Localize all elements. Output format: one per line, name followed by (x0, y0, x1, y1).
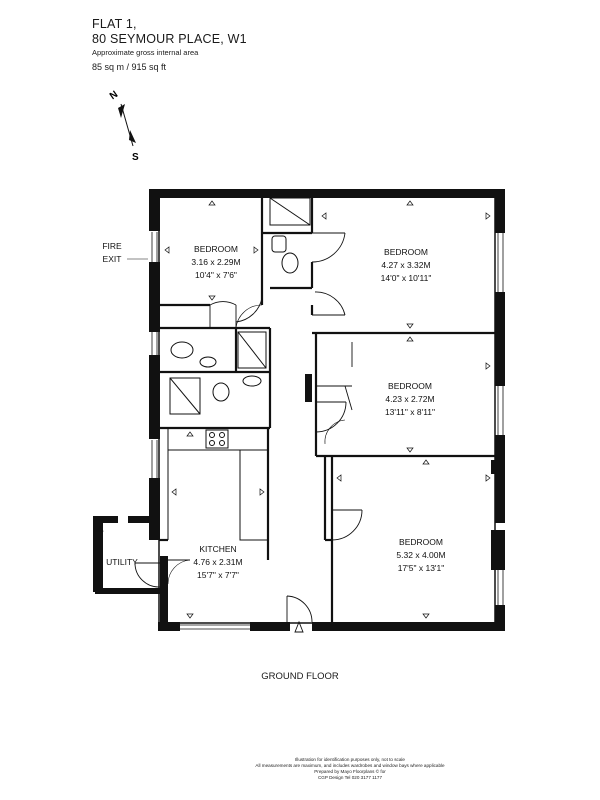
room-4-name: BEDROOM (399, 537, 443, 547)
fire-exit-label-2: EXIT (103, 254, 122, 264)
compass-south-arrow (129, 130, 136, 143)
room-2-metric: 4.27 x 3.32M (381, 260, 430, 270)
room-2-name: BEDROOM (384, 247, 428, 257)
sanitary-fixtures (169, 197, 311, 415)
disclaimer-3: Prepared by Mayo Floorplans © for (314, 769, 386, 774)
disclaimer-1: Illustration for identification purposes… (295, 757, 405, 762)
exterior-walls (93, 189, 505, 631)
toilet-icon-2 (170, 341, 194, 359)
shower-tray-icon (269, 197, 311, 226)
disclaimer-4: CGP Design Tel 020 3177 1177 (317, 775, 383, 780)
address-line-1: FLAT 1, (92, 17, 137, 31)
compass-north-label: N (108, 89, 120, 102)
kitchen-name: KITCHEN (199, 544, 236, 554)
room-1-metric: 3.16 x 2.29M (191, 257, 240, 267)
compass-south-label: S (132, 152, 139, 163)
room-labels: BEDROOM 3.16 x 2.29M 10'4" x 7'6" BEDROO… (102, 241, 445, 580)
basin-icon-2 (242, 375, 262, 387)
room-2-imperial: 14'0" x 10'11" (381, 273, 432, 283)
area-note: Approximate gross internal area (92, 48, 199, 57)
kitchen-counter (239, 449, 269, 541)
windows (151, 232, 504, 630)
room-1-name: BEDROOM (194, 244, 238, 254)
light-markers (96, 200, 491, 619)
room-4-metric: 5.32 x 4.00M (396, 550, 445, 560)
room-3-imperial: 13'11" x 8'11" (385, 407, 435, 417)
kitchen-imperial: 15'7" x 7'7" (197, 570, 239, 580)
address-line-2: 80 SEYMOUR PLACE, W1 (92, 32, 247, 46)
compass: N S (108, 89, 139, 163)
entrance-arrow-icon (294, 620, 304, 633)
floor-area: 85 sq m / 915 sq ft (92, 62, 167, 72)
kitchen-metric: 4.76 x 2.31M (193, 557, 242, 567)
floor-label: GROUND FLOOR (261, 671, 339, 682)
shower-tray-icon-2 (237, 331, 267, 369)
toilet-icon (281, 252, 299, 274)
compass-north-arrow (118, 104, 125, 118)
basin-icon (199, 356, 217, 368)
toilet-icon-3 (212, 382, 230, 402)
utility-label: UTILITY (106, 557, 138, 567)
room-4-imperial: 17'5" x 13'1" (398, 563, 445, 573)
room-1-imperial: 10'4" x 7'6" (195, 270, 237, 280)
disclaimer-2: All measurements are maximum, and includ… (255, 763, 445, 768)
kitchen-fixtures (167, 427, 269, 541)
hob-icon (205, 429, 229, 449)
doors (134, 232, 363, 623)
room-3-name: BEDROOM (388, 381, 432, 391)
fire-exit-label-1: FIRE (102, 241, 122, 251)
shower-tray-icon-3 (169, 377, 201, 415)
room-3-metric: 4.23 x 2.72M (385, 394, 434, 404)
